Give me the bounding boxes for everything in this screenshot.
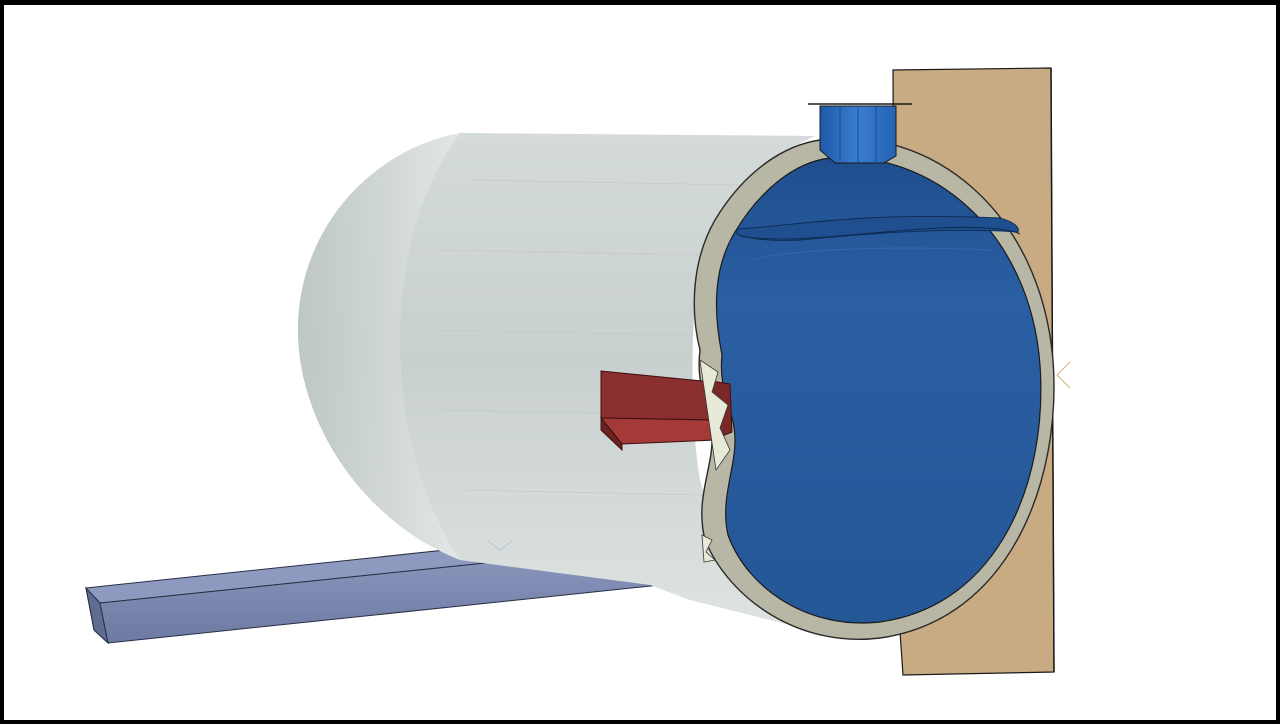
top-nozzle — [808, 103, 912, 164]
fe-simulation-render — [84, 67, 1071, 676]
render-viewport — [4, 5, 1276, 720]
tank-cut-section — [693, 137, 1055, 640]
axis-marker-icon — [486, 539, 514, 551]
fluid-volume — [736, 215, 1021, 241]
side-bracket — [599, 370, 733, 452]
cylindrical-tank — [298, 133, 830, 635]
deformation-detail — [699, 359, 731, 563]
axis-marker-icon — [1056, 361, 1071, 389]
